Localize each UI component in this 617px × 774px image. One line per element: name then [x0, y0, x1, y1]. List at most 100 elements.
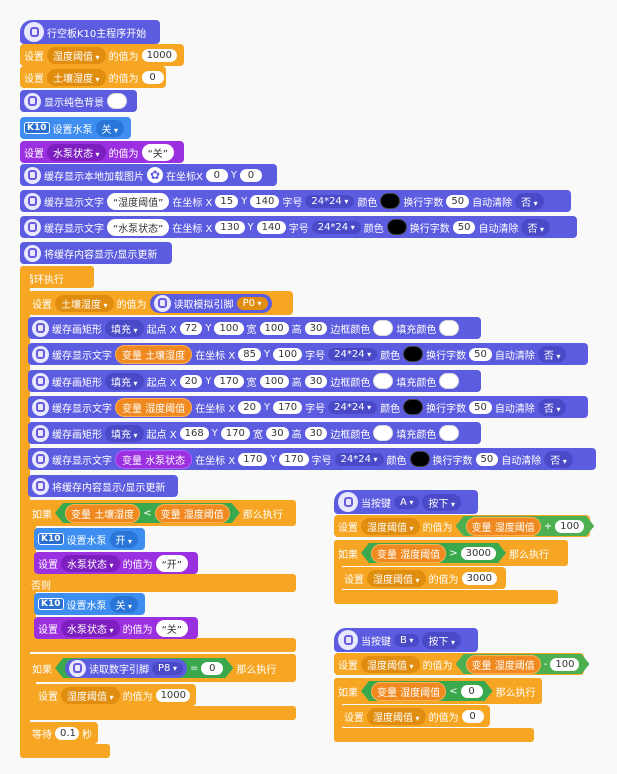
- gear-icon[interactable]: ✿: [147, 167, 163, 183]
- color-swatch[interactable]: [409, 451, 430, 467]
- cache-text-pump-block[interactable]: 缓存显示文字 “水泵状态” 在坐标 X 130 Y 140 字号 24*24 颜…: [20, 216, 577, 238]
- wrap-input[interactable]: 50: [469, 347, 492, 361]
- x-input[interactable]: 85: [238, 347, 261, 361]
- var-dropdown[interactable]: 湿度阈值: [367, 569, 426, 587]
- set-pump-off-block-2[interactable]: K10 设置水泵 关: [34, 593, 145, 615]
- var-reporter[interactable]: 变量 土壤湿度: [65, 504, 140, 523]
- value-input[interactable]: 100: [555, 520, 584, 533]
- y-input[interactable]: 170: [273, 400, 303, 414]
- set-soil-block[interactable]: 设置 土壤湿度 的值为 0: [20, 66, 166, 88]
- clear-dropdown[interactable]: 否: [544, 450, 573, 468]
- var-reporter[interactable]: 变量 湿度阈值: [466, 655, 541, 674]
- set-pump-state-block[interactable]: 设置 水泵状态 的值为 “关”: [20, 141, 184, 163]
- pin-dropdown[interactable]: P8: [152, 662, 183, 675]
- color-swatch[interactable]: [107, 93, 127, 109]
- key-dropdown[interactable]: B: [394, 633, 420, 647]
- value-input[interactable]: 100: [550, 658, 579, 671]
- border-color-swatch[interactable]: [373, 320, 394, 336]
- read-analog-reporter[interactable]: 读取模拟引脚 P0: [149, 293, 272, 313]
- value-input[interactable]: 3000: [461, 571, 498, 585]
- width-input[interactable]: 30: [265, 426, 289, 440]
- height-input[interactable]: 30: [304, 321, 328, 335]
- wrap-input[interactable]: 50: [446, 194, 470, 208]
- y-input[interactable]: 100: [214, 321, 244, 335]
- set-threshold-minus-block[interactable]: 设置 湿度阈值 的值为 变量 湿度阈值 - 100: [334, 653, 584, 675]
- fill-color-swatch[interactable]: [439, 320, 460, 336]
- pin-dropdown[interactable]: P0: [236, 296, 268, 310]
- x-input[interactable]: 168: [179, 426, 209, 440]
- y-input[interactable]: 140: [256, 220, 286, 234]
- width-input[interactable]: 100: [259, 374, 289, 388]
- var-dropdown[interactable]: 湿度阈值: [47, 46, 106, 64]
- cache-text-soil-block[interactable]: 缓存显示文字 变量 土壤湿度 在坐标 X 85 Y 100 字号 24*24 颜…: [28, 343, 588, 365]
- value-input[interactable]: 0: [141, 70, 164, 84]
- set-threshold-max-block[interactable]: 设置 湿度阈值 的值为 3000: [340, 567, 506, 589]
- color-swatch[interactable]: [403, 399, 424, 415]
- var-dropdown[interactable]: 水泵状态: [61, 554, 120, 572]
- value-input[interactable]: 0: [461, 685, 483, 698]
- var-dropdown[interactable]: 土壤湿度: [55, 294, 114, 312]
- var-dropdown[interactable]: 湿度阈值: [361, 655, 420, 673]
- pump-dropdown[interactable]: 开: [109, 530, 139, 548]
- string-input[interactable]: “关”: [141, 143, 174, 161]
- var-dropdown[interactable]: 水泵状态: [61, 619, 120, 637]
- fill-color-swatch[interactable]: [439, 373, 460, 389]
- var-reporter[interactable]: 变量 水泵状态: [115, 449, 193, 469]
- minus-operator[interactable]: 变量 湿度阈值 - 100: [456, 654, 590, 674]
- wait-block[interactable]: 等待 0.1 秒: [28, 722, 98, 744]
- x-input[interactable]: 170: [238, 452, 268, 466]
- clear-dropdown[interactable]: 否: [537, 398, 567, 416]
- set-pump-state-on-block[interactable]: 设置 水泵状态 的值为 “开”: [34, 552, 198, 574]
- y-input[interactable]: 140: [250, 194, 280, 208]
- value-input[interactable]: 3000: [461, 547, 496, 560]
- cache-text-pump-state-block[interactable]: 缓存显示文字 变量 水泵状态 在坐标 X 170 Y 170 字号 24*24 …: [28, 448, 596, 470]
- read-digital-reporter[interactable]: 读取数字引脚 P8: [65, 659, 187, 678]
- y-input[interactable]: 100: [273, 347, 303, 361]
- var-dropdown[interactable]: 湿度阈值: [367, 707, 426, 725]
- width-input[interactable]: 100: [259, 321, 289, 335]
- draw-rect-3-block[interactable]: 缓存画矩形 填充 起点 X 168 Y 170 宽 30 高 30 边框颜色 填…: [28, 422, 481, 444]
- font-dropdown[interactable]: 24*24: [305, 194, 355, 208]
- set-threshold-reset-block[interactable]: 设置 湿度阈值 的值为 1000: [34, 684, 196, 706]
- value-input[interactable]: 0: [201, 662, 223, 675]
- x-input[interactable]: 130: [215, 220, 245, 234]
- var-dropdown[interactable]: 湿度阈值: [61, 686, 120, 704]
- pump-dropdown[interactable]: 关: [109, 595, 139, 613]
- var-dropdown[interactable]: 湿度阈值: [361, 517, 420, 535]
- var-reporter[interactable]: 变量 湿度阈值: [371, 682, 446, 701]
- fill-dropdown[interactable]: 填充: [105, 424, 144, 442]
- var-reporter[interactable]: 变量 湿度阈值: [115, 397, 193, 417]
- height-input[interactable]: 30: [304, 426, 328, 440]
- lt-condition-b[interactable]: 变量 湿度阈值 < 0: [361, 681, 493, 701]
- cache-text-humidity-block[interactable]: 缓存显示文字 “湿度阈值” 在坐标 X 15 Y 140 字号 24*24 颜色…: [20, 190, 571, 212]
- var-dropdown[interactable]: 水泵状态: [47, 143, 106, 161]
- set-threshold-plus-block[interactable]: 设置 湿度阈值 的值为 变量 湿度阈值 + 100: [334, 515, 590, 537]
- clear-dropdown[interactable]: 否: [537, 345, 567, 363]
- cache-text-threshold-block[interactable]: 缓存显示文字 变量 湿度阈值 在坐标 X 20 Y 170 字号 24*24 颜…: [28, 396, 588, 418]
- clear-dropdown[interactable]: 否: [521, 218, 551, 236]
- forever-loop-block[interactable]: [20, 266, 94, 288]
- y-input[interactable]: 170: [214, 374, 244, 388]
- show-bg-block[interactable]: 显示纯色背景: [20, 90, 137, 112]
- x-input[interactable]: 20: [238, 400, 261, 414]
- key-b-hat[interactable]: 当按键 B 按下: [334, 628, 478, 652]
- gt-condition[interactable]: 变量 湿度阈值 > 3000: [361, 543, 506, 563]
- x-input[interactable]: 72: [179, 321, 203, 335]
- wrap-input[interactable]: 50: [469, 400, 492, 414]
- wrap-input[interactable]: 50: [452, 220, 476, 234]
- y-input[interactable]: 170: [279, 452, 309, 466]
- clear-dropdown[interactable]: 否: [515, 192, 544, 210]
- height-input[interactable]: 30: [304, 374, 328, 388]
- string-input[interactable]: “关”: [155, 619, 188, 637]
- string-input[interactable]: “开”: [155, 554, 188, 572]
- y-input[interactable]: 170: [220, 426, 250, 440]
- color-swatch[interactable]: [403, 346, 424, 362]
- draw-rect-2-block[interactable]: 缓存画矩形 填充 起点 X 20 Y 170 宽 100 高 30 边框颜色 填…: [28, 370, 481, 392]
- var-reporter[interactable]: 变量 湿度阈值: [371, 544, 446, 563]
- value-input[interactable]: 1000: [141, 48, 178, 62]
- x-input[interactable]: 20: [179, 374, 203, 388]
- x-input[interactable]: 0: [205, 168, 228, 182]
- press-dropdown[interactable]: 按下: [422, 493, 461, 511]
- font-dropdown[interactable]: 24*24: [334, 452, 384, 466]
- text-input[interactable]: “水泵状态”: [107, 218, 170, 236]
